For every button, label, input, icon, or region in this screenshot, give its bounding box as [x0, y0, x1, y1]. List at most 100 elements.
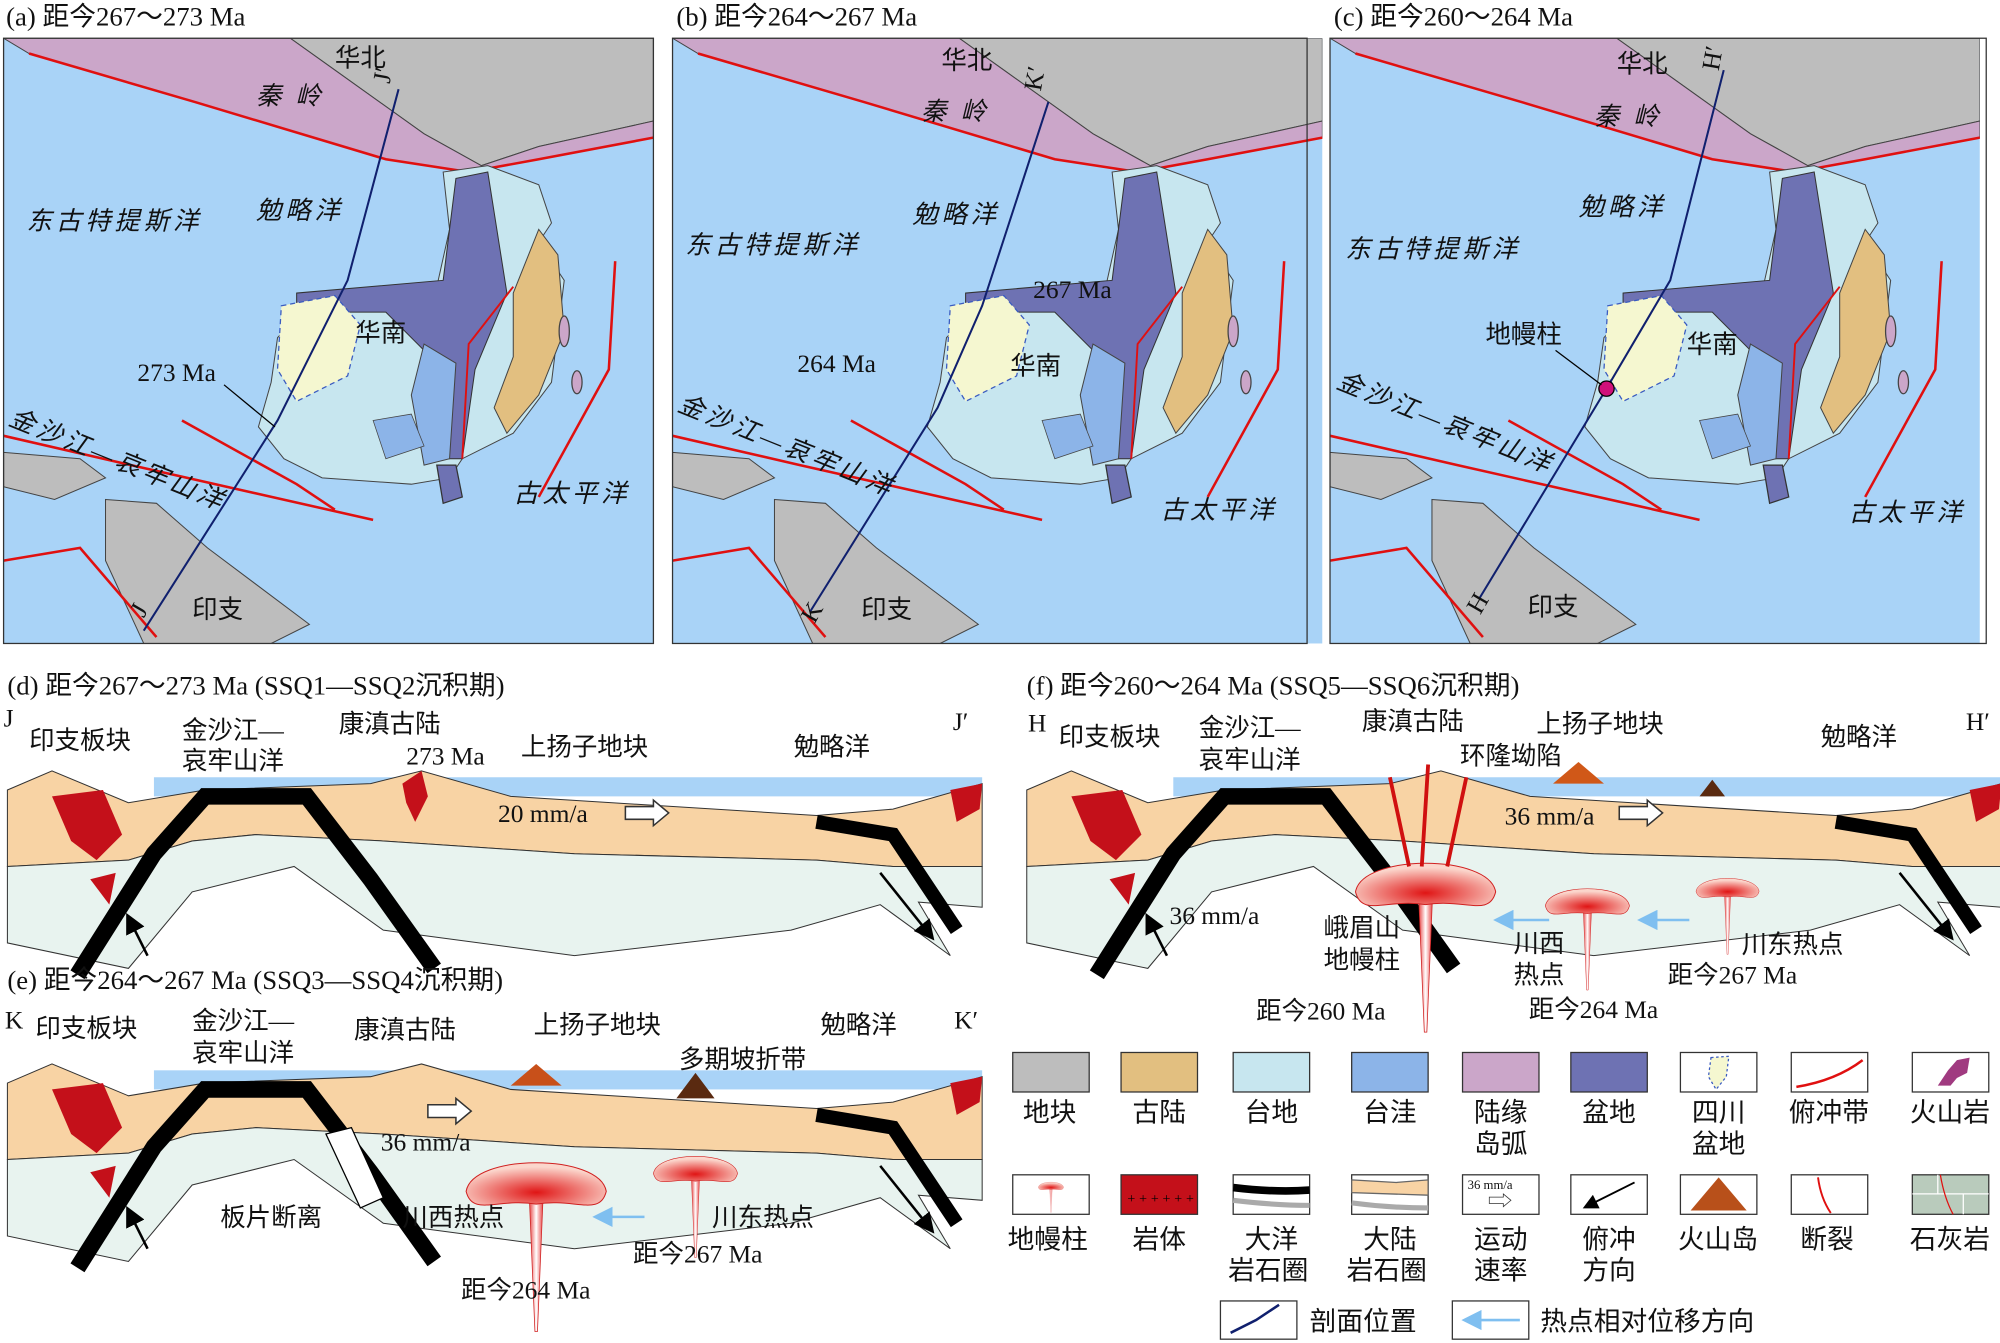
cross-section-f: (f) 距今260～264 Ma (SSQ5—SSQ6沉积期) H 印支板块 金…	[1027, 670, 2000, 1033]
legend-label: 速率	[1474, 1255, 1528, 1285]
label-age: 273 Ma	[406, 742, 485, 771]
platform-swatch	[1232, 1051, 1311, 1093]
volcanic-island-icon	[1679, 1174, 1758, 1215]
label-mianlue: 勉略洋	[1578, 192, 1666, 221]
label-pacific: 古太平洋	[1161, 496, 1278, 525]
label-yangtze: 上扬子地块	[1536, 710, 1663, 739]
legend-label: 火山岩	[1910, 1097, 1990, 1127]
label-kangdian: 康滇古陆	[339, 710, 441, 739]
label-tethys: 东古特提斯洋	[1345, 234, 1521, 263]
arc-swatch	[1461, 1051, 1540, 1093]
label-mianlue: 勉略洋	[794, 733, 870, 762]
basin-swatch	[1570, 1051, 1648, 1093]
block-swatch	[1012, 1051, 1090, 1093]
legend-row-2: ++++++ 36 mm/a 地幔柱 岩体 大洋 岩石圈 大陆 岩石圈 运动 速…	[1008, 1174, 1990, 1285]
motion-rate-icon: 36 mm/a	[1461, 1174, 1540, 1215]
legend-label: 古陆	[1133, 1097, 1187, 1127]
pluton-icon: ++++++	[1120, 1174, 1199, 1215]
map-title: (c) 距今260～264 Ma	[1334, 1, 1573, 31]
label-tethys: 东古特提斯洋	[685, 231, 861, 260]
profile-end: J′	[953, 707, 968, 736]
map-title: (b) 距今264～267 Ma	[676, 1, 917, 31]
hotspot-shift-icon	[1451, 1300, 1530, 1340]
section-title: (d) 距今267～273 Ma (SSQ1—SSQ2沉积期)	[7, 670, 504, 700]
paleoland-swatch	[1120, 1051, 1199, 1093]
label-yangtze: 上扬子地块	[534, 1010, 661, 1039]
label-qinling: 秦 岭	[1594, 102, 1663, 131]
depression-swatch	[1351, 1051, 1429, 1093]
label-hotspot: 热点	[1514, 961, 1565, 990]
label-mianlue: 勉略洋	[1821, 722, 1897, 751]
mantle-plume-icon	[1012, 1174, 1090, 1215]
profile-end: H′	[1966, 707, 1990, 736]
label-south-china: 华南	[1687, 330, 1738, 359]
label-mianlue: 勉略洋	[256, 196, 344, 225]
map-panel-b: (b) 距今264～267 Ma 华北 秦 岭 K′ 勉略洋 东古特提斯洋 26…	[671, 1, 1323, 645]
label-age: 距今264 Ma	[461, 1275, 590, 1304]
label-ailaoshan: 哀牢山洋	[192, 1038, 294, 1067]
legend-label: 岩体	[1133, 1225, 1187, 1255]
legend-label: 方向	[1582, 1255, 1636, 1285]
profile-line	[142, 88, 400, 632]
label-ailaoshan: 哀牢山洋	[1199, 745, 1301, 774]
label-north-china: 华北	[1617, 50, 1668, 79]
legend-row-1: 地块 古陆 台地 台洼 陆缘 岛弧 盆地 四川 盆地 俯冲带 火山岩	[1012, 1051, 1990, 1159]
legend-label: 运动	[1474, 1225, 1528, 1255]
legend-label: 地块	[1023, 1097, 1077, 1127]
label-west: 川西	[1514, 929, 1565, 958]
svg-text:++++++: ++++++	[1127, 1192, 1197, 1207]
profile-line	[1478, 69, 1725, 600]
volcanic-rock-icon	[1911, 1051, 1990, 1093]
cross-section-d: (d) 距今267～273 Ma (SSQ1—SSQ2沉积期) J 印支板块 金…	[4, 670, 983, 974]
motion-rate: 36 mm/a	[1505, 801, 1595, 830]
legend-label: 岩石圈	[1347, 1255, 1427, 1285]
label-yangtze: 上扬子地块	[521, 733, 648, 762]
profile-line	[809, 101, 1050, 613]
label-qinling: 秦 岭	[256, 81, 325, 110]
profile-end: K′	[954, 1005, 978, 1034]
legend-label: 大陆	[1363, 1225, 1417, 1255]
label-indochina-plate: 印支板块	[29, 726, 131, 755]
legend: 地块 古陆 台地 台洼 陆缘 岛弧 盆地 四川 盆地 俯冲带 火山岩 +++++…	[1008, 1051, 1990, 1340]
legend-label: 剖面位置	[1310, 1306, 1417, 1336]
label-indochina: 印支	[1528, 592, 1579, 621]
label-age: 距今260 Ma	[1256, 996, 1385, 1025]
sichuan-basin-icon	[1679, 1051, 1758, 1093]
legend-row-3: 剖面位置 热点相对位移方向	[1219, 1300, 1754, 1340]
legend-label: 台地	[1245, 1097, 1299, 1127]
legend-label: 俯冲	[1582, 1225, 1636, 1255]
label-east-hotspot: 川东热点	[1742, 930, 1844, 959]
subduction-zone-icon	[1790, 1051, 1869, 1093]
legend-label: 断裂	[1800, 1225, 1854, 1255]
label-jinsha: 金沙江—	[182, 716, 284, 745]
subduction-direction-icon	[1570, 1174, 1648, 1215]
motion-rate: 20 mm/a	[498, 799, 588, 828]
section-title: (e) 距今264～267 Ma (SSQ3—SSQ4沉积期)	[7, 965, 503, 995]
legend-label: 热点相对位移方向	[1540, 1306, 1754, 1336]
profile-end: J′	[367, 65, 398, 85]
legend-label: 大洋	[1245, 1225, 1299, 1255]
legend-label: 四川	[1692, 1097, 1746, 1127]
profile-start: J	[4, 703, 14, 732]
label-pacific: 古太平洋	[513, 479, 630, 508]
legend-label: 石灰岩	[1910, 1225, 1990, 1255]
label-south-china: 华南	[1010, 352, 1061, 381]
profile-location-icon	[1219, 1300, 1298, 1340]
legend-label: 盆地	[1582, 1097, 1636, 1127]
label-slab-breakoff: 板片断离	[220, 1203, 322, 1232]
legend-label: 陆缘	[1474, 1097, 1528, 1127]
fault-icon	[1790, 1174, 1869, 1215]
oceanic-lithosphere-icon	[1232, 1174, 1311, 1215]
legend-label: 盆地	[1692, 1129, 1746, 1159]
label-kangdian: 康滇古陆	[1362, 707, 1464, 736]
map-panel-c: (c) 距今260～264 Ma 华北 秦 岭 H′ 勉略洋 东古特提斯洋 地幔…	[1329, 1, 1987, 645]
label-age: 距今267 Ma	[1668, 961, 1797, 990]
label-ailaoshan: 哀牢山洋	[182, 747, 284, 776]
profile-end: K′	[1018, 64, 1051, 93]
slab-rate: 36 mm/a	[1169, 901, 1259, 930]
profile-end: H′	[1696, 44, 1729, 73]
legend-label: 俯冲带	[1789, 1097, 1869, 1127]
label-age: 距今264 Ma	[1529, 995, 1658, 1024]
legend-label: 岩石圈	[1228, 1255, 1308, 1285]
